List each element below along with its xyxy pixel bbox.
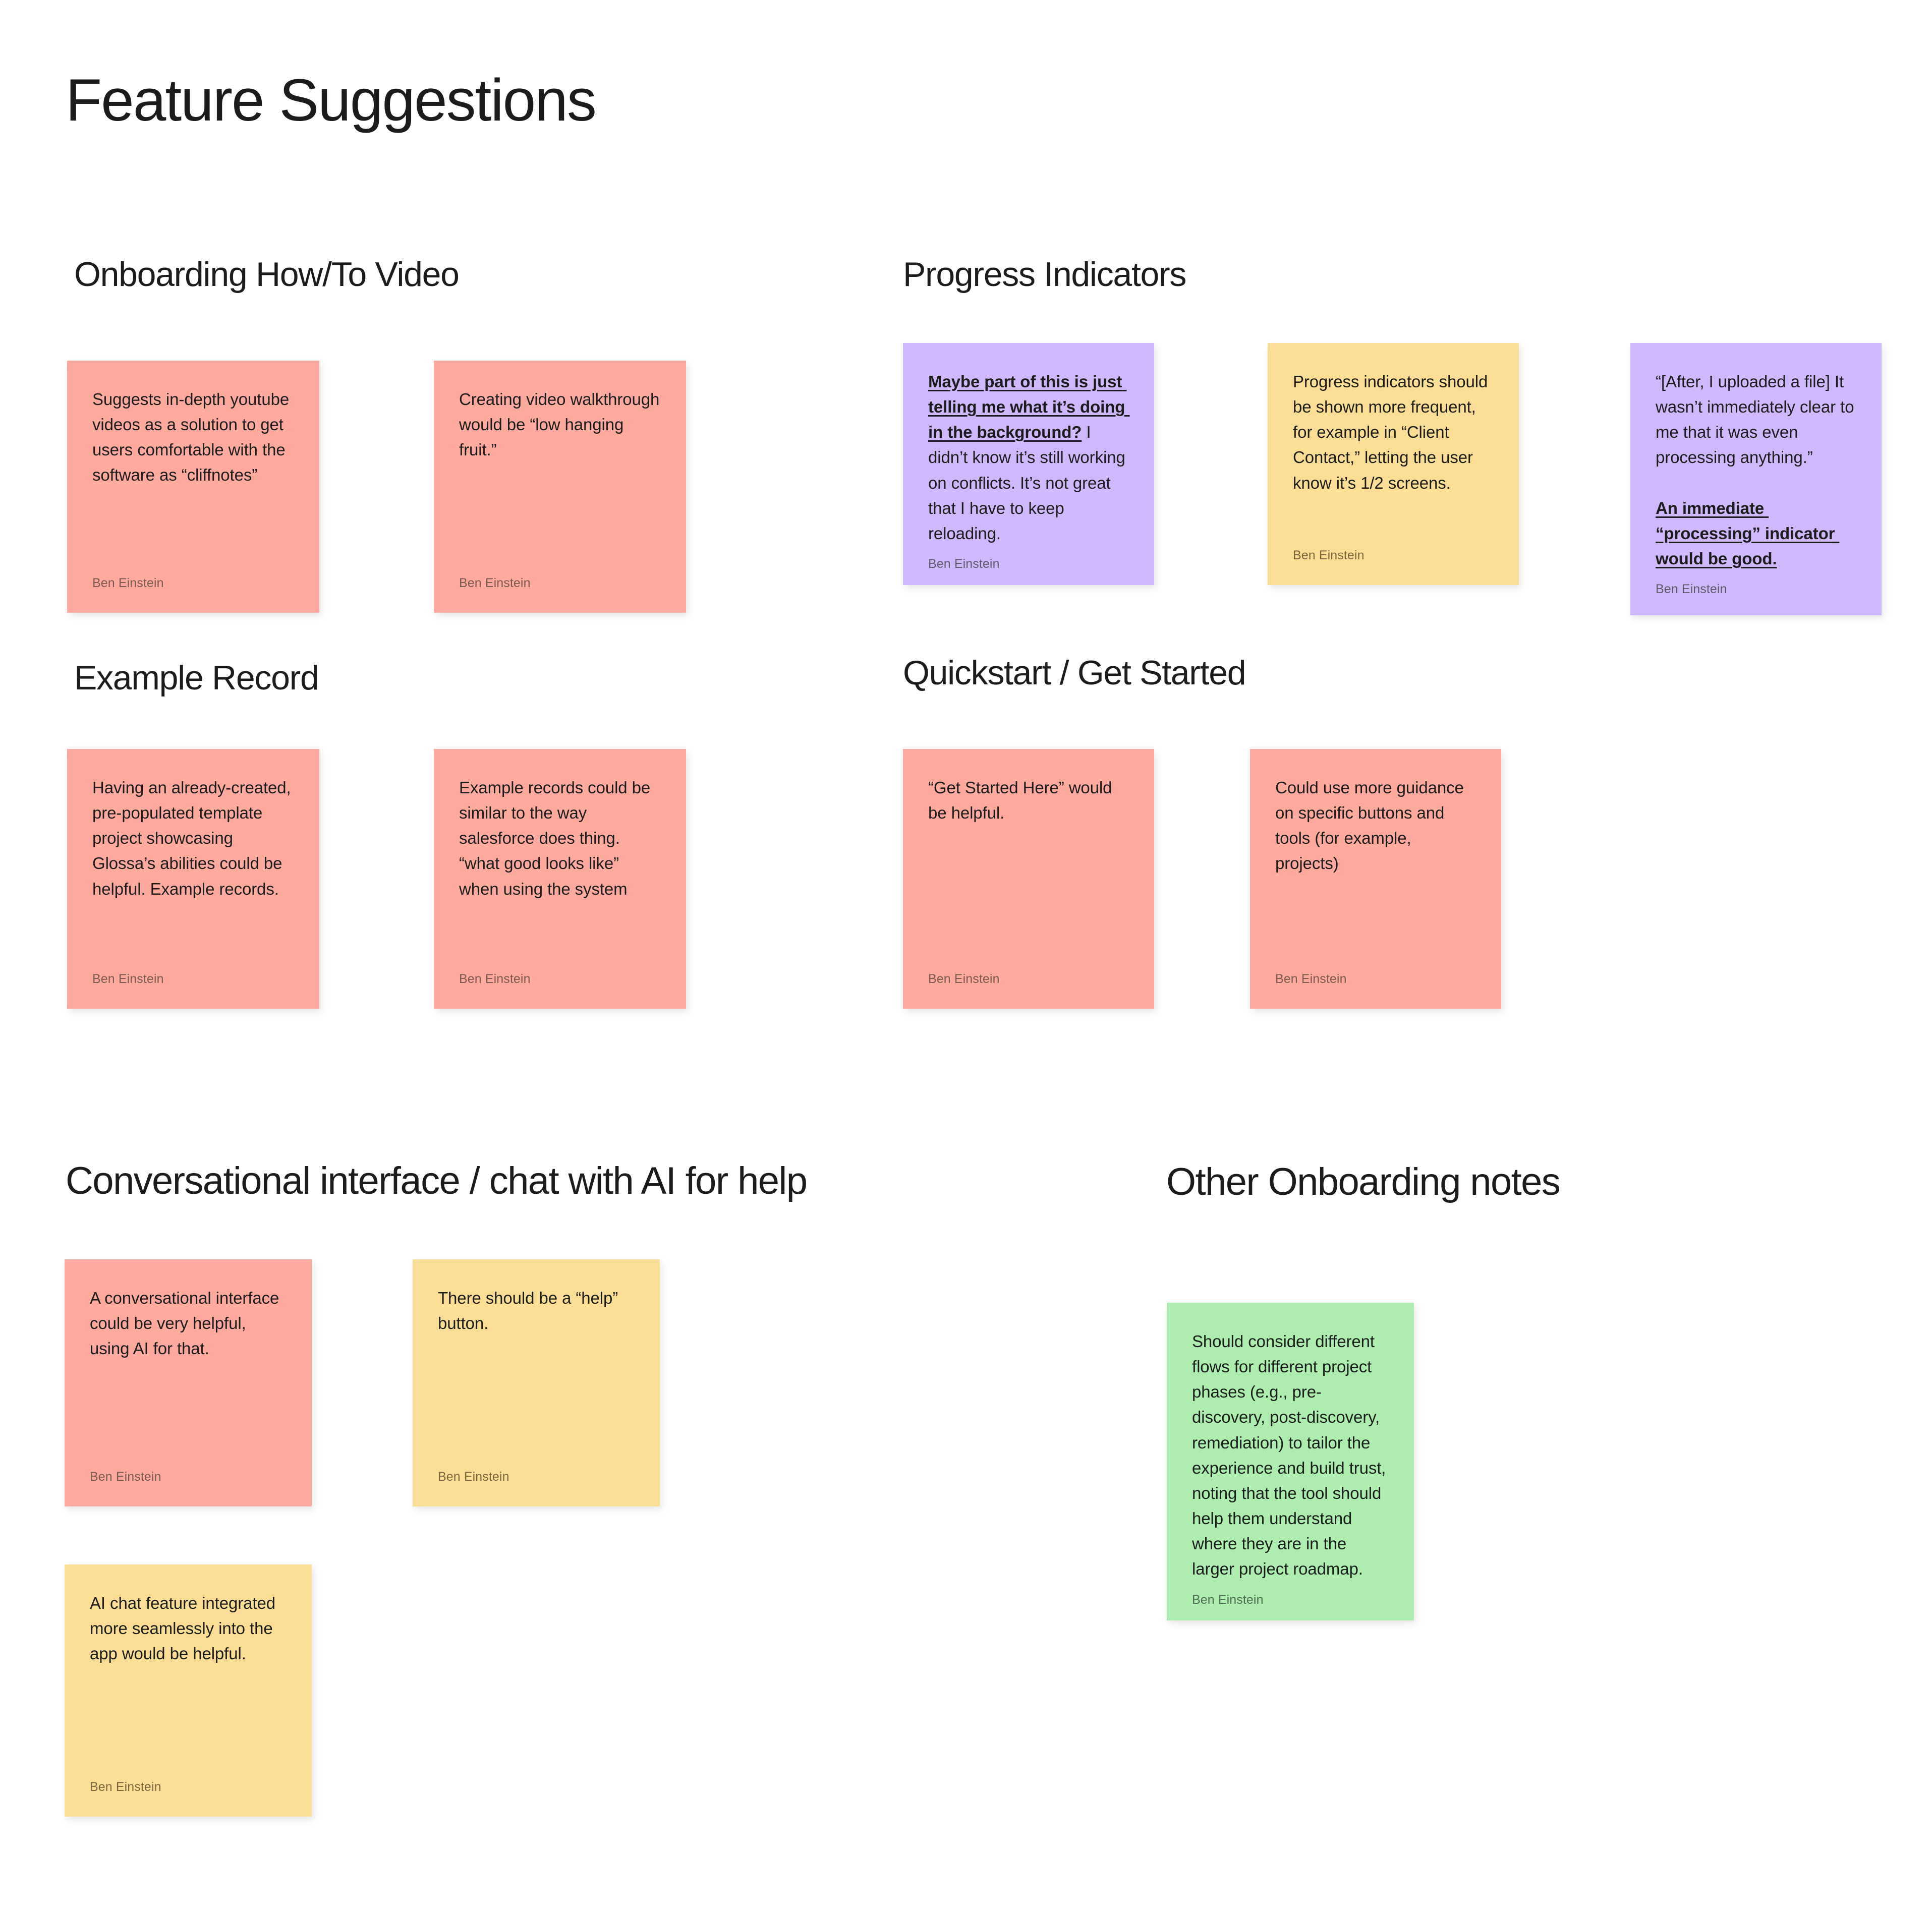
note-author: Ben Einstein: [928, 972, 1000, 986]
note-text: “[After, I uploaded a file] It wasn’t im…: [1656, 369, 1856, 571]
note-author: Ben Einstein: [1293, 548, 1365, 562]
note-text: Suggests in-depth youtube videos as a so…: [92, 390, 294, 485]
sticky-note-more-guidance-buttons[interactable]: Could use more guidance on specific butt…: [1250, 749, 1501, 1009]
note-text: Having an already-created, pre-populated…: [92, 778, 296, 898]
note-text: Should consider different flows for diff…: [1192, 1332, 1391, 1579]
sticky-note-video-walkthrough[interactable]: Creating video walkthrough would be “low…: [434, 361, 686, 613]
sticky-note-processing-indicator[interactable]: “[After, I uploaded a file] It wasn’t im…: [1630, 343, 1882, 615]
sticky-note-get-started-here[interactable]: “Get Started Here” would be helpful. Ben…: [903, 749, 1154, 1009]
note-text: A conversational interface could be very…: [90, 1289, 284, 1358]
note-author: Ben Einstein: [90, 1780, 161, 1794]
note-author: Ben Einstein: [90, 1470, 161, 1484]
section-title-onboarding-how-to-video: Onboarding How/To Video: [74, 255, 460, 294]
sticky-note-help-button[interactable]: There should be a “help” button. Ben Ein…: [413, 1259, 660, 1506]
note-author: Ben Einstein: [92, 576, 164, 590]
note-author: Ben Einstein: [438, 1470, 509, 1484]
sticky-note-more-frequent-indicators[interactable]: Progress indicators should be shown more…: [1268, 343, 1519, 585]
sticky-note-project-phases[interactable]: Should consider different flows for diff…: [1167, 1303, 1414, 1620]
page-title: Feature Suggestions: [66, 67, 597, 134]
note-author: Ben Einstein: [459, 972, 531, 986]
note-author: Ben Einstein: [1275, 972, 1347, 986]
section-title-quickstart-get-started: Quickstart / Get Started: [903, 654, 1246, 692]
section-title-conversational-interface: Conversational interface / chat with AI …: [66, 1159, 808, 1202]
section-title-other-onboarding-notes: Other Onboarding notes: [1166, 1160, 1561, 1203]
note-highlight: Maybe part of this is just telling me wh…: [928, 372, 1130, 442]
sticky-note-salesforce-style[interactable]: Example records could be similar to the …: [434, 749, 686, 1009]
note-author: Ben Einstein: [1192, 1592, 1264, 1607]
note-text-quote: “[After, I uploaded a file] It wasn’t im…: [1656, 372, 1854, 467]
note-text: Could use more guidance on specific butt…: [1275, 778, 1468, 873]
note-text: Maybe part of this is just telling me wh…: [928, 369, 1129, 546]
sticky-note-template-project[interactable]: Having an already-created, pre-populated…: [67, 749, 319, 1009]
sticky-note-youtube-cliffnotes[interactable]: Suggests in-depth youtube videos as a so…: [67, 361, 319, 613]
sticky-note-background-work[interactable]: Maybe part of this is just telling me wh…: [903, 343, 1154, 585]
note-highlight: An immediate “processing” indicator woul…: [1656, 498, 1840, 568]
note-text: Creating video walkthrough would be “low…: [459, 390, 664, 459]
note-author: Ben Einstein: [92, 972, 164, 986]
note-author: Ben Einstein: [928, 557, 1000, 571]
note-author: Ben Einstein: [459, 576, 531, 590]
section-title-example-record: Example Record: [74, 659, 319, 697]
note-text: “Get Started Here” would be helpful.: [928, 778, 1117, 823]
note-text-rest: I didn’t know it’s still working on conf…: [928, 423, 1130, 543]
note-text: There should be a “help” button.: [438, 1289, 623, 1333]
sticky-note-ai-chat-integrated[interactable]: AI chat feature integrated more seamless…: [65, 1564, 312, 1817]
sticky-note-conversational-interface[interactable]: A conversational interface could be very…: [65, 1259, 312, 1506]
note-text: AI chat feature integrated more seamless…: [90, 1594, 280, 1663]
note-text: Progress indicators should be shown more…: [1293, 372, 1493, 492]
note-text: Example records could be similar to the …: [459, 778, 655, 898]
note-author: Ben Einstein: [1656, 582, 1727, 597]
section-title-progress-indicators: Progress Indicators: [903, 255, 1186, 294]
